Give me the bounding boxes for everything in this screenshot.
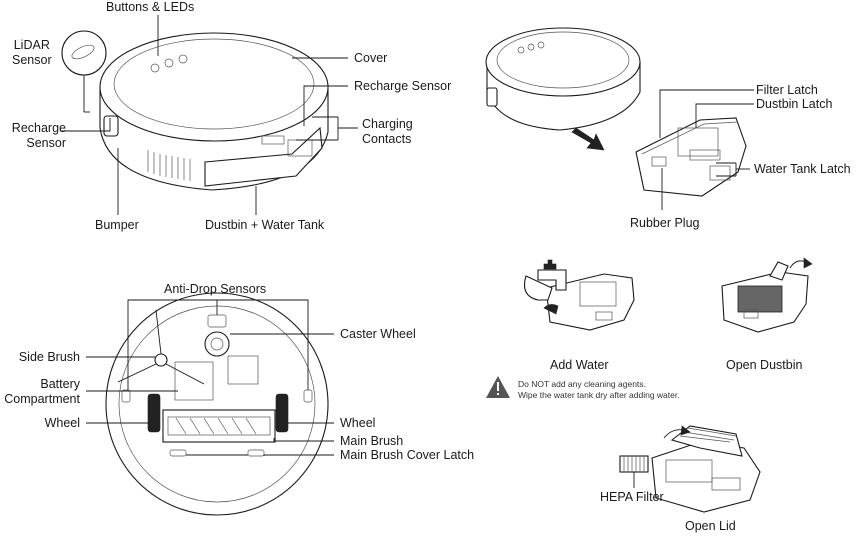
label-wheel-right: Wheel: [340, 416, 376, 430]
label-add-water: Add Water: [550, 358, 609, 372]
label-open-lid: Open Lid: [685, 519, 736, 533]
label-recharge-sensor-left: Recharge Sensor: [11, 121, 66, 150]
label-buttons-leds: Buttons & LEDs: [106, 0, 195, 14]
open-lid-illustration: [619, 425, 761, 513]
label-recharge-sensor-right: Recharge Sensor: [354, 79, 452, 93]
label-side-brush: Side Brush: [18, 350, 80, 364]
label-main-brush: Main Brush: [340, 434, 404, 448]
warning-triangle-icon: [486, 376, 510, 398]
open-dustbin-illustration: [721, 257, 813, 333]
label-hepa-filter: HEPA Filter: [600, 490, 664, 504]
robot-dustbin-view: [485, 27, 754, 210]
label-caster-wheel: Caster Wheel: [340, 327, 416, 341]
label-lidar-sensor: LiDAR Sensor: [12, 38, 52, 67]
label-anti-drop-sensors: Anti-Drop Sensors: [164, 282, 267, 296]
label-battery-compartment: Battery Compartment: [4, 377, 80, 406]
label-main-brush-cover-latch: Main Brush Cover Latch: [340, 448, 475, 462]
add-water-illustration: [523, 259, 635, 331]
label-bumper: Bumper: [95, 218, 139, 232]
label-charging-contacts: Charging Contacts: [362, 117, 413, 146]
label-cover: Cover: [354, 51, 388, 65]
label-dustbin-water-tank: Dustbin + Water Tank: [205, 218, 325, 232]
robot-bottom-view: [86, 292, 334, 516]
hepa-filter-icon: [619, 455, 649, 473]
warning-line-1: Do NOT add any cleaning agents.: [518, 379, 646, 389]
label-rubber-plug: Rubber Plug: [630, 216, 700, 230]
label-dustbin-latch: Dustbin Latch: [756, 97, 833, 111]
robot-top-view: [60, 15, 358, 215]
warning-line-2: Wipe the water tank dry after adding wat…: [518, 390, 680, 400]
label-filter-latch: Filter Latch: [756, 83, 818, 97]
label-water-tank-latch: Water Tank Latch: [754, 162, 851, 176]
label-open-dustbin: Open Dustbin: [726, 358, 803, 372]
label-wheel-left: Wheel: [44, 416, 80, 430]
